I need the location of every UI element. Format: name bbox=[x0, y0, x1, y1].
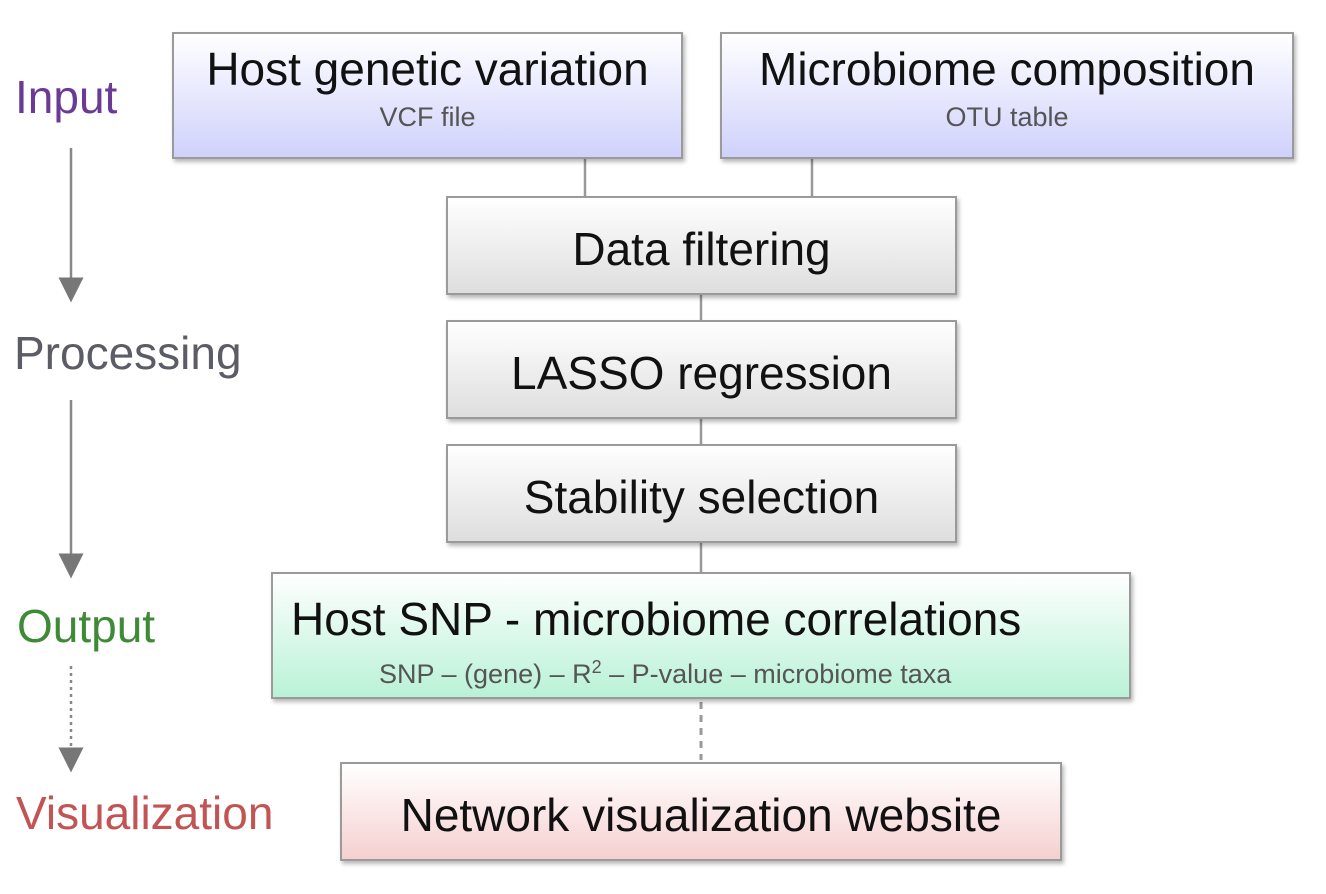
r-squared-superscript: 2 bbox=[591, 657, 602, 677]
stability-selection-title: Stability selection bbox=[523, 471, 880, 523]
correlations-subtitle-before: SNP – (gene) – R bbox=[379, 659, 592, 689]
network-visualization-website-box: Network visualization website bbox=[340, 762, 1062, 861]
data-filtering-title: Data filtering bbox=[572, 223, 831, 275]
stage-label-input: Input bbox=[15, 71, 118, 123]
lasso-regression-title: LASSO regression bbox=[511, 347, 892, 399]
correlations-title: Host SNP - microbiome correlations bbox=[291, 593, 1022, 645]
stage-label-output: Output bbox=[17, 600, 156, 652]
microbiome-composition-box: Microbiome composition OTU table bbox=[720, 32, 1294, 159]
correlations-subtitle-after: – P-value – microbiome taxa bbox=[601, 659, 952, 689]
lasso-regression-box: LASSO regression bbox=[446, 320, 957, 419]
microbiome-composition-title: Microbiome composition bbox=[759, 43, 1255, 95]
network-visualization-title: Network visualization website bbox=[400, 789, 1002, 841]
data-filtering-box: Data filtering bbox=[446, 196, 957, 295]
host-genetic-variation-title: Host genetic variation bbox=[206, 43, 649, 95]
otu-table-subtitle: OTU table bbox=[945, 102, 1069, 132]
stage-label-processing: Processing bbox=[14, 327, 242, 379]
correlations-subtitle: SNP – (gene) – R2 – P-value – microbiome… bbox=[273, 658, 1129, 688]
host-snp-microbiome-correlations-box: Host SNP - microbiome correlations SNP –… bbox=[271, 572, 1131, 699]
stage-label-visualization: Visualization bbox=[16, 787, 274, 839]
host-genetic-variation-box: Host genetic variation VCF file bbox=[172, 32, 683, 159]
vcf-file-subtitle: VCF file bbox=[379, 102, 476, 132]
stability-selection-box: Stability selection bbox=[446, 444, 957, 543]
